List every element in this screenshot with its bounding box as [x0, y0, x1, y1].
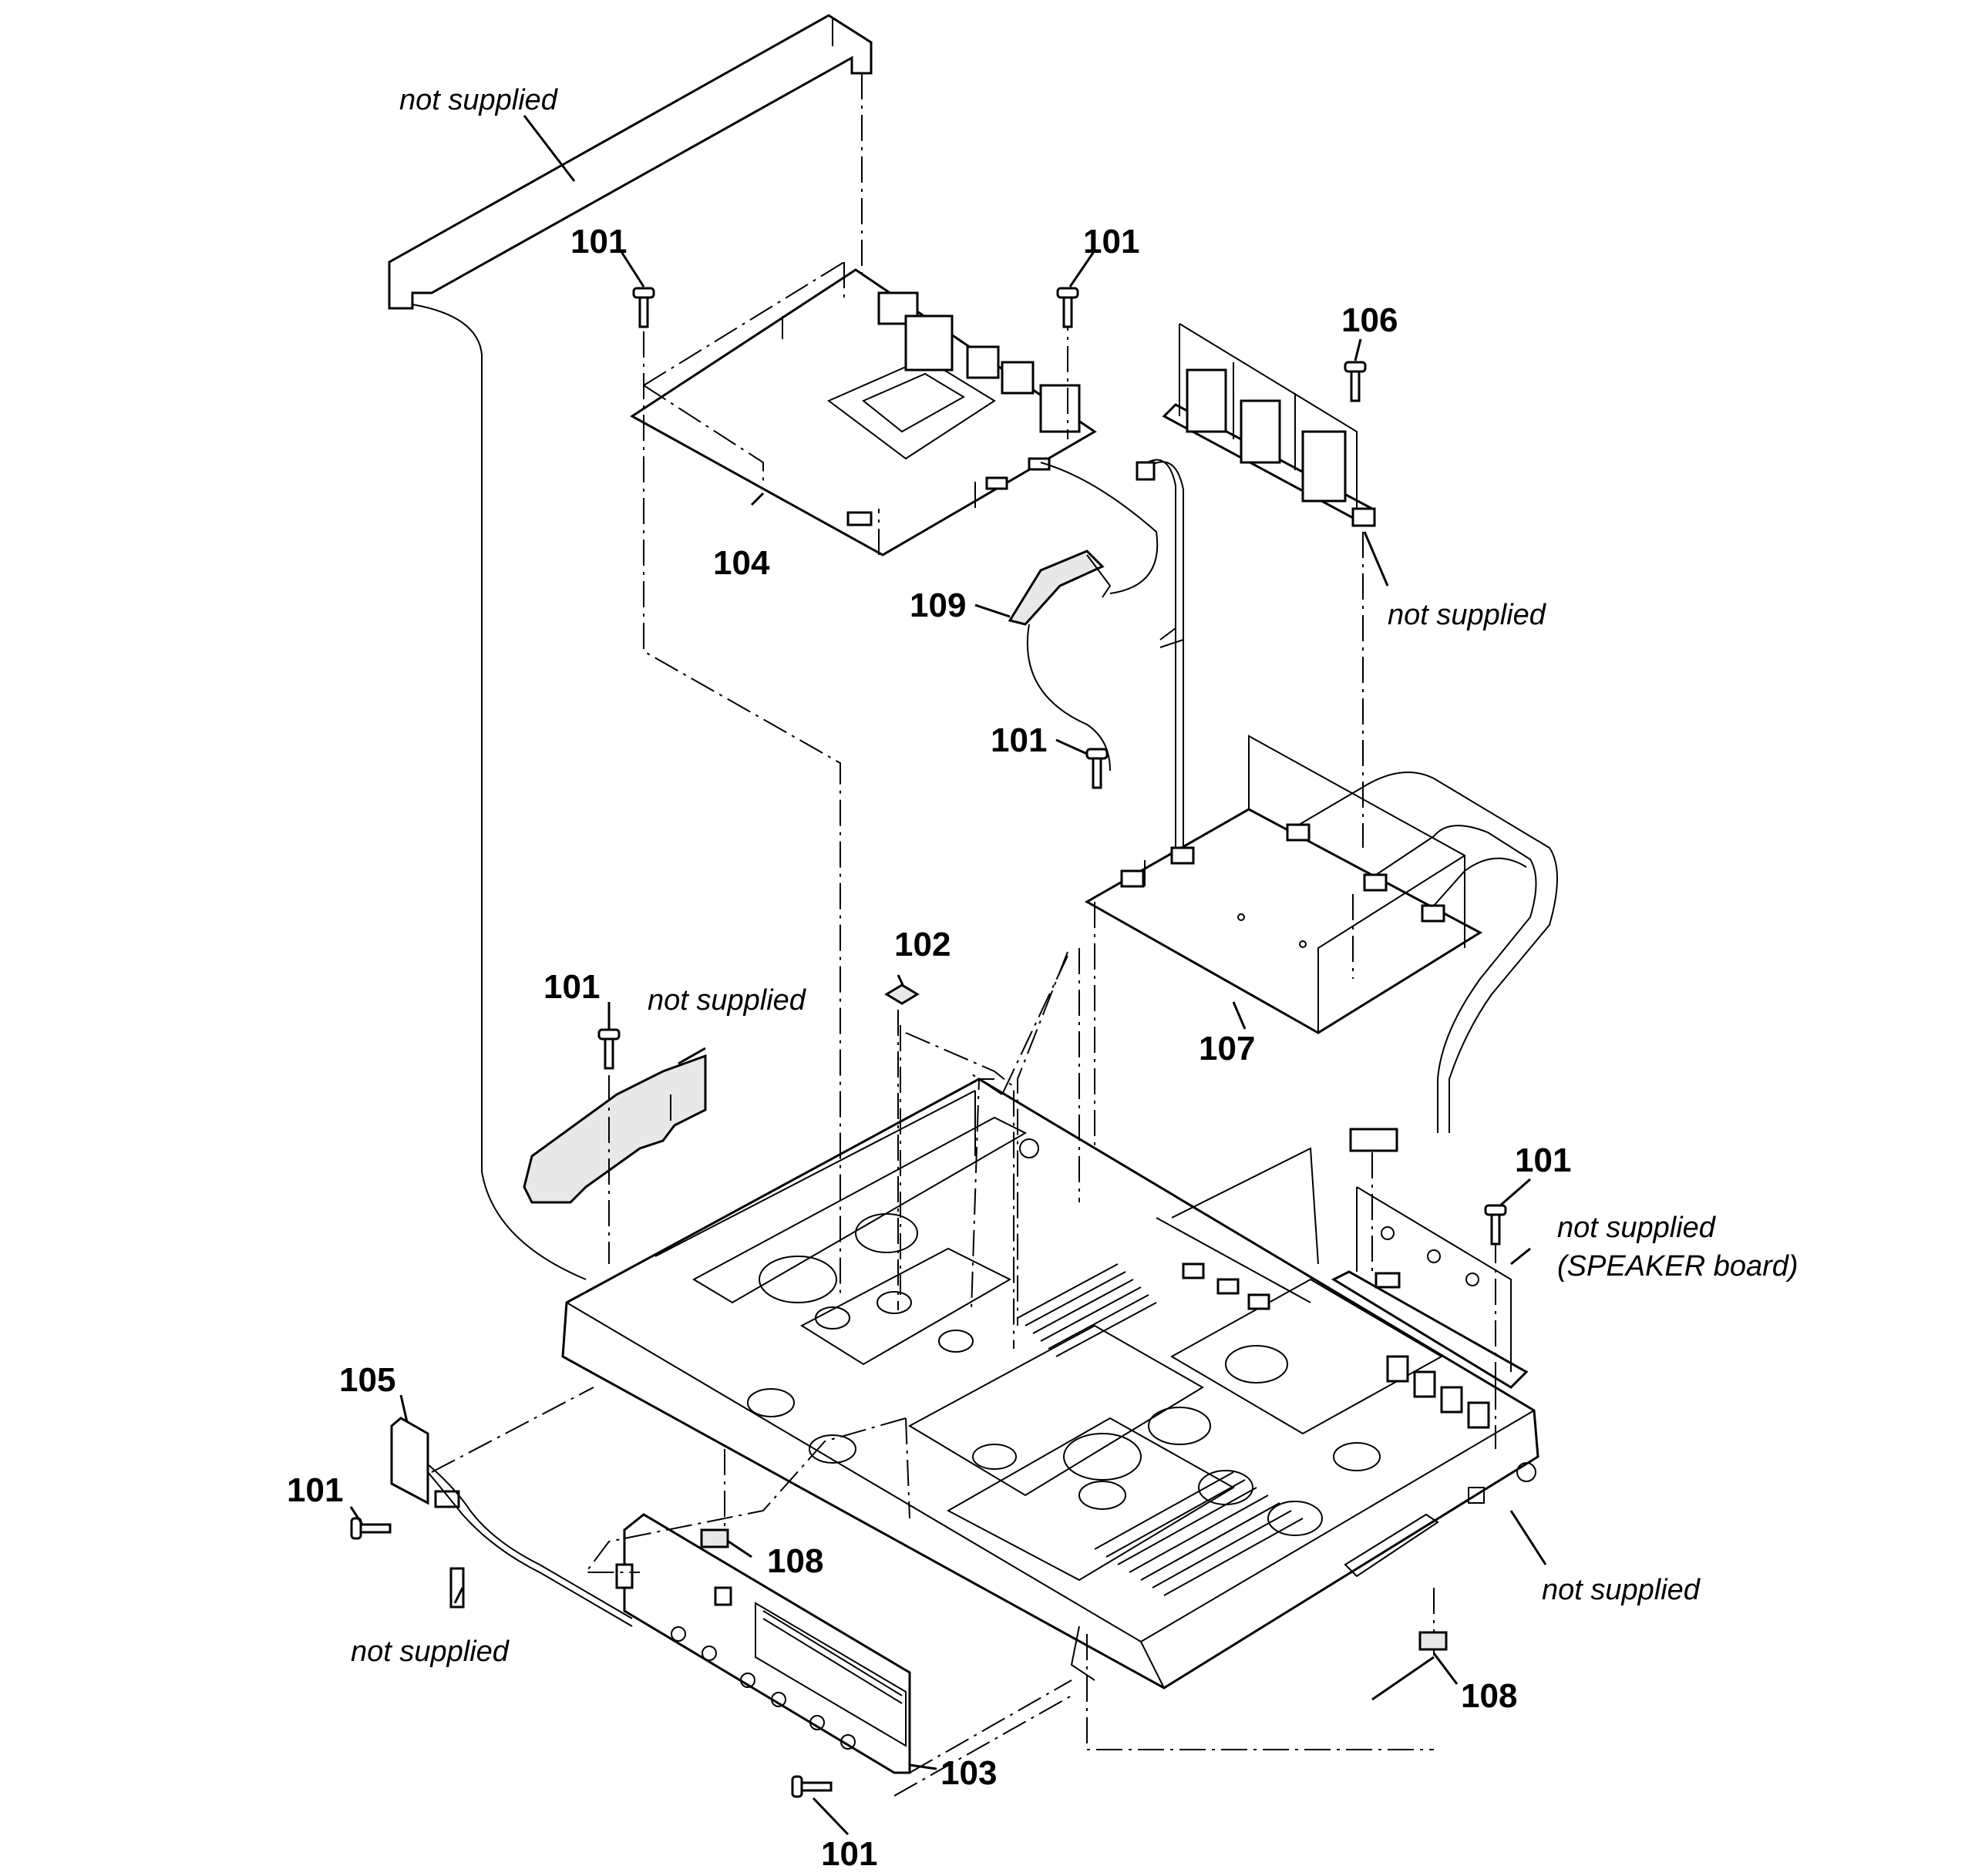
board-104 — [630, 261, 1097, 556]
harness-cable — [1136, 459, 1184, 848]
heatsink-upper — [1017, 1263, 1157, 1357]
label-109: 109 — [910, 587, 966, 624]
label-speaker-board: (SPEAKER board) — [1557, 1250, 1798, 1283]
label-101-f: 101 — [287, 1471, 343, 1509]
screw-icon — [1344, 361, 1367, 402]
label-104: 104 — [713, 544, 770, 582]
bracket-105 — [390, 1417, 633, 1627]
label-101-g: 101 — [821, 1835, 877, 1873]
label-not-supplied-cable: not supplied — [399, 84, 559, 116]
screw-icon-group — [350, 287, 1507, 1798]
screw-icon — [1484, 1204, 1507, 1246]
foot-108-front — [700, 1528, 729, 1548]
label-101-d: 101 — [543, 968, 600, 1006]
board-107 — [1084, 735, 1558, 1449]
chassis — [561, 1078, 1539, 1689]
label-106: 106 — [1341, 301, 1398, 339]
screw-icon — [1085, 748, 1109, 789]
label-102: 102 — [894, 926, 951, 963]
bracket-109 — [1008, 462, 1159, 772]
label-108-a: 108 — [767, 1542, 823, 1580]
foot-108-right — [1418, 1631, 1448, 1651]
heatsink-lower — [1094, 1471, 1304, 1596]
front-panel-103 — [615, 1513, 911, 1774]
label-105: 105 — [339, 1361, 395, 1399]
label-not-supplied-106: not supplied — [1388, 599, 1547, 631]
label-not-supplied-speaker: not supplied — [1557, 1212, 1717, 1244]
label-not-supplied-105: not supplied — [351, 1636, 510, 1668]
label-101-a: 101 — [570, 223, 627, 261]
label-101-c: 101 — [991, 721, 1047, 759]
callout-leaders — [349, 115, 1547, 1836]
label-101-b: 101 — [1083, 223, 1139, 261]
label-103: 103 — [940, 1754, 997, 1792]
left-bracket — [523, 1054, 707, 1264]
label-101-e: 101 — [1515, 1141, 1571, 1179]
part-labels: 101 101 106 104 109 101 102 101 107 101 … — [287, 84, 1798, 1873]
screw-icon — [350, 1517, 392, 1540]
speaker-board — [1331, 1186, 1529, 1410]
label-108-b: 108 — [1461, 1677, 1517, 1715]
assembly-leaders — [431, 304, 1496, 1797]
cushion-102 — [884, 983, 920, 1310]
board-106 — [1162, 323, 1376, 848]
screw-icon — [1056, 287, 1079, 328]
screw-icon — [791, 1775, 833, 1798]
label-107: 107 — [1199, 1030, 1255, 1067]
screw-icon — [632, 287, 655, 328]
label-not-supplied-bracket: not supplied — [648, 984, 807, 1017]
label-not-supplied-chassis: not supplied — [1542, 1574, 1701, 1606]
screw-icon — [597, 1028, 621, 1070]
speaker-connector — [1349, 1128, 1398, 1272]
